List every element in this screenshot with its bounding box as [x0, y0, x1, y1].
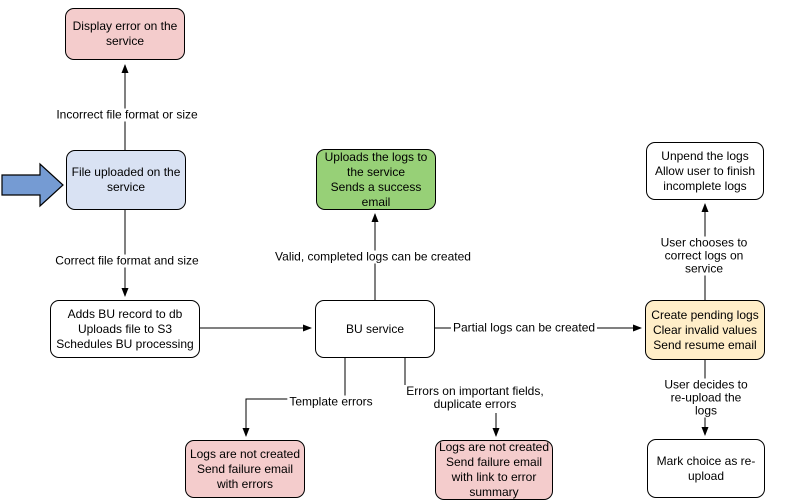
node-mark-reupload: Mark choice as re- upload: [647, 439, 765, 498]
node-create-pending-label: Create pending logs Clear invalid values…: [651, 307, 759, 352]
edge-label-valid-logs: Valid, completed logs can be created: [273, 249, 473, 264]
node-failure-template: Logs are not created Send failure email …: [185, 440, 305, 498]
node-adds-bu-record-label: Adds BU record to db Uploads file to S3 …: [56, 306, 194, 351]
edge-label-incorrect-format: Incorrect file format or size: [54, 107, 200, 122]
node-unpend-logs: Unpend the logs Allow user to finish inc…: [646, 142, 764, 200]
node-success-upload-label: Uploads the logs to the service Sends a …: [324, 149, 428, 209]
edge-label-template-errors: Template errors: [287, 394, 375, 409]
edge-label-field-errors: Errors on important fields, duplicate er…: [404, 384, 546, 411]
node-failure-fields-label: Logs are not created Send failure email …: [438, 440, 550, 499]
node-unpend-logs-label: Unpend the logs Allow user to finish inc…: [654, 148, 756, 193]
node-bu-service-label: BU service: [345, 321, 404, 336]
entry-block-arrow-icon: [1, 162, 64, 208]
edge-label-correct-format: Correct file format and size: [53, 253, 201, 268]
node-adds-bu-record: Adds BU record to db Uploads file to S3 …: [50, 300, 200, 358]
edge-label-reupload: User decides to re-upload the logs: [658, 378, 754, 418]
node-display-error-label: Display error on the service: [72, 19, 178, 48]
node-file-uploaded-label: File uploaded on the service: [71, 165, 181, 194]
node-failure-template-label: Logs are not created Send failure email …: [189, 446, 301, 491]
edge-label-correct-on-service: User chooses to correct logs on service: [655, 236, 753, 276]
node-mark-reupload-label: Mark choice as re- upload: [656, 453, 756, 483]
node-bu-service: BU service: [315, 300, 435, 358]
edge-label-partial-logs: Partial logs can be created: [450, 320, 598, 335]
node-failure-fields: Logs are not created Send failure email …: [435, 440, 553, 500]
node-success-upload: Uploads the logs to the service Sends a …: [316, 149, 436, 210]
node-file-uploaded: File uploaded on the service: [66, 150, 186, 210]
node-display-error: Display error on the service: [65, 8, 185, 60]
node-create-pending: Create pending logs Clear invalid values…: [645, 300, 765, 360]
